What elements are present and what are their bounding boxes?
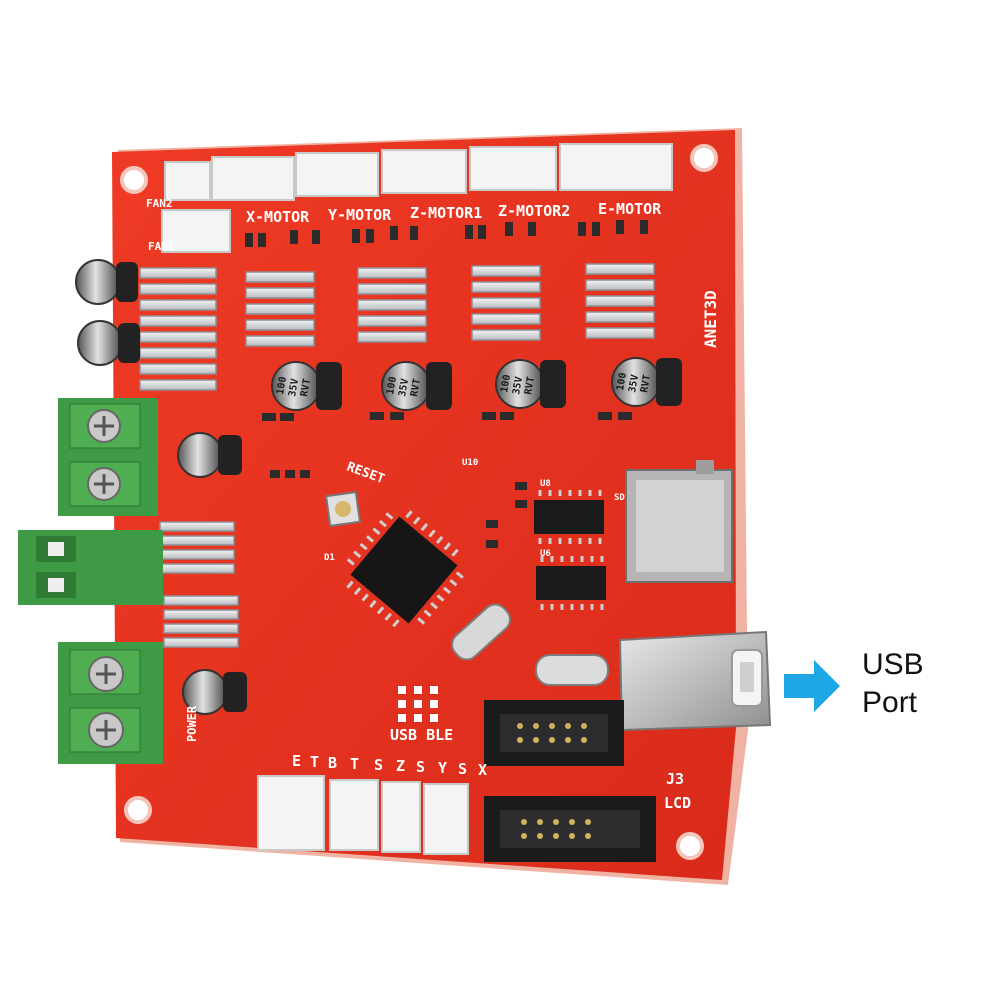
heatsink	[585, 263, 655, 339]
pin-label: S	[416, 758, 425, 776]
capacitor	[177, 432, 242, 478]
crystals	[451, 603, 609, 686]
chip-label: U8	[540, 479, 551, 489]
jumper-pads	[398, 686, 438, 722]
fan-label: FAN1	[148, 240, 175, 253]
motor-label: Z-MOTOR2	[498, 202, 570, 220]
cap-voltage: 35V	[511, 376, 525, 396]
chip-label: SD	[614, 493, 625, 503]
pin-label: T	[310, 753, 319, 771]
heatsink	[245, 271, 315, 347]
usb-port-callout: USB Port	[862, 646, 924, 722]
driver-ics	[534, 490, 606, 610]
cap-voltage: 35V	[627, 374, 641, 394]
capacitor	[611, 357, 682, 407]
motor-label: Z-MOTOR1	[410, 204, 482, 222]
heatsink	[357, 267, 427, 343]
cap-value: 100	[499, 374, 513, 394]
heatsink	[159, 521, 239, 648]
reset-button	[324, 490, 362, 528]
callout-line2: Port	[862, 686, 918, 719]
heatsink	[471, 265, 541, 341]
pcb-surface	[112, 130, 736, 880]
terminal-block	[58, 642, 163, 764]
callout-line1: USB	[862, 648, 924, 681]
heatsink	[139, 267, 217, 391]
cap-series: RVT	[523, 376, 537, 396]
screw-terminals	[18, 398, 163, 764]
chip-label: U10	[462, 458, 478, 468]
cap-value: 100	[615, 372, 629, 392]
chip-label: D1	[324, 553, 335, 563]
capacitor	[381, 361, 452, 411]
motor-connectors	[161, 143, 673, 253]
pin-label: Y	[438, 759, 447, 777]
mcu-chip	[346, 510, 464, 628]
capacitor	[77, 320, 140, 366]
box-headers	[484, 700, 656, 862]
usb-ble-label: USB BLE	[390, 726, 453, 744]
cap-value: 100	[275, 376, 289, 396]
pin-label: S	[458, 760, 467, 778]
lcd-label: LCD	[664, 794, 691, 812]
brand-label: ANET3D	[701, 290, 720, 348]
cap-voltage: 35V	[287, 378, 301, 398]
capacitor	[495, 359, 566, 409]
motor-label-group: X-MOTOR Y-MOTOR Z-MOTOR1 Z-MOTOR2 E-MOTO…	[146, 197, 662, 253]
pin-label: B	[328, 754, 337, 772]
motor-label: X-MOTOR	[246, 208, 310, 226]
cap-series: RVT	[409, 378, 423, 398]
capacitor-text: 100 35V RVT 100 35V RVT 100 35V RVT 100 …	[275, 372, 653, 398]
motor-label: E-MOTOR	[598, 200, 662, 218]
pin-labels: E T B T S Z S Y S X	[292, 752, 487, 779]
pin-label: X	[478, 761, 487, 779]
mounting-holes	[120, 144, 718, 860]
pin-label: S	[374, 756, 383, 774]
capacitor	[75, 259, 138, 305]
smd-components	[245, 220, 648, 548]
power-label: POWER	[185, 705, 199, 742]
cap-voltage: 35V	[397, 378, 411, 398]
pin-label: Z	[396, 757, 405, 775]
capacitor	[182, 669, 247, 715]
j3-label: J3	[666, 770, 684, 788]
capacitor	[271, 361, 342, 411]
chip-labels: U8 U6 U10 D1 SD	[324, 458, 625, 563]
terminal-block	[58, 398, 158, 516]
cap-series: RVT	[299, 378, 313, 398]
motor-label: Y-MOTOR	[328, 206, 392, 224]
endstop-connectors	[257, 775, 469, 855]
pin-label: T	[350, 755, 359, 773]
pin-label: E	[292, 752, 301, 770]
sd-card-slot	[625, 460, 733, 583]
fan-label: FAN2	[146, 197, 173, 210]
chip-label: U6	[540, 549, 551, 559]
driver-heatsinks	[139, 263, 655, 648]
usb-b-connector	[618, 630, 772, 732]
arrow-right-icon	[784, 660, 840, 712]
cap-series: RVT	[639, 374, 653, 394]
capacitors	[75, 259, 682, 715]
cap-value: 100	[385, 376, 399, 396]
terminal-block	[18, 530, 163, 605]
